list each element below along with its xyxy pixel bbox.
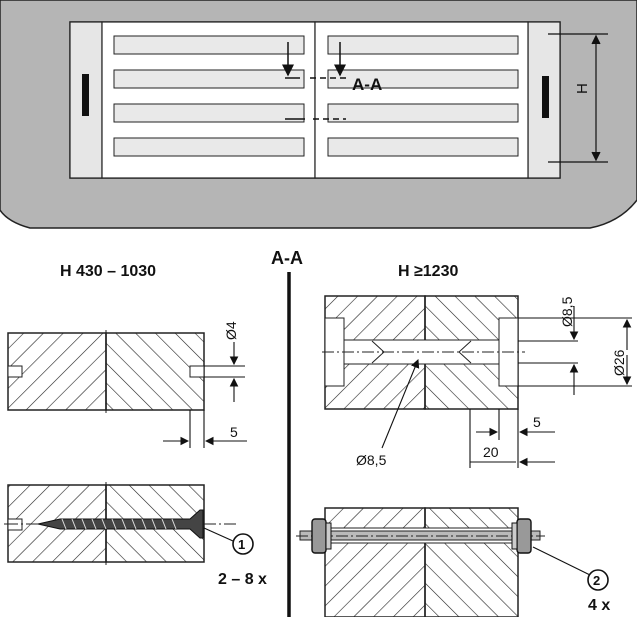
right-block-lower	[296, 507, 545, 617]
wood-screw	[37, 509, 204, 539]
left-block-upper	[7, 330, 205, 413]
screw-callout-circle	[232, 533, 254, 555]
hole-diameter-label: Ø4	[223, 321, 239, 340]
left-heading: H 430 – 1030	[60, 263, 156, 280]
right-nut	[516, 518, 532, 554]
right-heading: H ≥1230	[398, 263, 458, 280]
louver-slats	[113, 35, 519, 157]
section-marker-label: A-A	[352, 75, 382, 94]
height-dimension	[548, 33, 608, 163]
screw-leader	[203, 527, 234, 542]
bore-label: Ø8,5	[356, 452, 387, 468]
bolt-leader	[532, 546, 591, 576]
top-view: A-A H	[0, 0, 637, 229]
hole-diameter-dim	[204, 342, 245, 402]
bolt-callout-circle	[587, 569, 609, 591]
height-label: H	[574, 83, 591, 94]
right-edge-label: 5	[533, 414, 541, 430]
section-title: A-A	[271, 248, 303, 268]
section-cut-line	[282, 42, 346, 120]
small-diameter-label: Ø8,5	[559, 296, 575, 327]
left-block-lower	[4, 482, 236, 565]
right-diameter-dims	[518, 306, 632, 395]
right-block-upper	[322, 295, 525, 410]
left-edge-dim	[163, 410, 247, 448]
bolt-quantity: 4 x	[588, 597, 610, 614]
right-handle-slot	[542, 76, 549, 118]
bolt-callout-number: 2	[593, 573, 600, 588]
bore-leader	[381, 358, 420, 449]
right-pin-hole	[189, 365, 205, 378]
left-handle-slot	[82, 74, 89, 116]
depth-label: 20	[483, 444, 499, 460]
screw-callout-number: 1	[238, 537, 245, 552]
screw-quantity: 2 – 8 x	[218, 571, 267, 588]
left-nut	[311, 518, 327, 554]
left-edge-label: 5	[230, 424, 238, 440]
left-pin-hole	[7, 365, 23, 378]
large-diameter-label: Ø26	[611, 349, 627, 376]
right-edge-dims	[469, 409, 555, 468]
